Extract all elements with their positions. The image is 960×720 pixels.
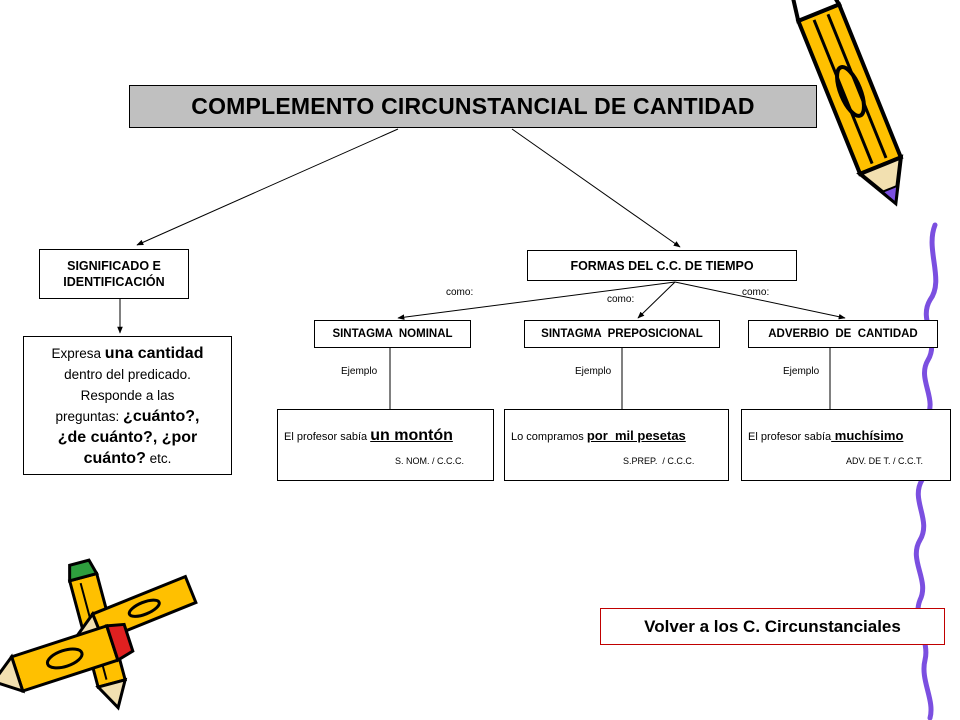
crossed-pencils-icon [0,558,198,711]
back-to-circumstantials-link[interactable]: Volver a los C. Circunstanciales [600,608,945,645]
example-analysis-2: S.PREP. / C.C.C. [623,456,695,466]
sentence-prefix-2: Lo compramos [511,431,587,443]
forms-header: FORMAS DEL C.C. DE TIEMPO [527,250,797,281]
example-sentence-1: El profesor sabía un montón [284,428,453,445]
example-sentence-2: Lo compramos por mil pesetas [511,428,686,445]
como-label-2: como: [607,294,635,305]
desc-line2: dentro del predicado. [64,366,191,382]
desc-bold1: una cantidad [104,344,204,362]
sentence-highlight-2: por mil pesetas [586,428,686,443]
page-title: COMPLEMENTO CIRCUNSTANCIAL DE CANTIDAD [129,85,817,128]
arrow-to-prepositional [637,281,676,319]
type-prepositional: SINTAGMA PREPOSICIONAL [524,320,720,348]
sentence-prefix-3: El profesor sabía [748,431,832,443]
example-label-1: Ejemplo [341,366,378,377]
example-nominal: El profesor sabía un montón S. NOM. / C.… [277,409,494,481]
desc-line5: ¿de cuánto?, ¿por [57,428,198,446]
desc-line4: preguntas: ¿cuánto?, [56,406,200,427]
como-label-3: como: [742,287,770,298]
desc-text4: preguntas: [55,408,124,424]
pencil-icon [790,0,904,207]
type-nominal: SINTAGMA NOMINAL [314,320,471,348]
example-analysis-3: ADV. DE T. / C.C.T. [846,456,924,466]
sentence-highlight-3: muchísimo [831,428,904,443]
sentence-prefix-1: El profesor sabía [284,431,371,443]
meaning-header-line1: SIGNIFICADO E [67,259,161,273]
desc-line3: Responde a las [80,387,175,403]
meaning-header-line2: IDENTIFICACIÓN [63,275,165,289]
arrow-to-adverb [674,281,846,320]
example-adverb: El profesor sabía muchísimo ADV. DE T. /… [741,409,951,481]
meaning-header: SIGNIFICADO E IDENTIFICACIÓN [39,249,189,299]
example-label-3: Ejemplo [783,366,820,377]
arrow-to-forms [511,128,681,248]
example-sentence-3: El profesor sabía muchísimo [748,428,903,445]
example-prepositional: Lo compramos por mil pesetas S.PREP. / C… [504,409,729,481]
arrow-to-nominal [397,281,676,320]
sentence-highlight-1: un montón [370,427,453,444]
como-label-1: como: [446,287,474,298]
desc-bold2: ¿cuánto?, [123,407,200,425]
desc-text1: Expresa [51,345,105,361]
example-label-2: Ejemplo [575,366,612,377]
desc-text5: etc. [145,450,172,466]
meaning-description: Expresa una cantidad dentro del predicad… [23,336,232,475]
example-analysis-1: S. NOM. / C.C.C. [395,456,465,466]
desc-line6: cuánto? etc. [84,448,172,469]
desc-bold4: cuánto? [83,449,146,467]
arrow-to-meaning [136,128,399,246]
type-adverb: ADVERBIO DE CANTIDAD [748,320,938,348]
desc-line1: Expresa una cantidad [52,343,204,364]
